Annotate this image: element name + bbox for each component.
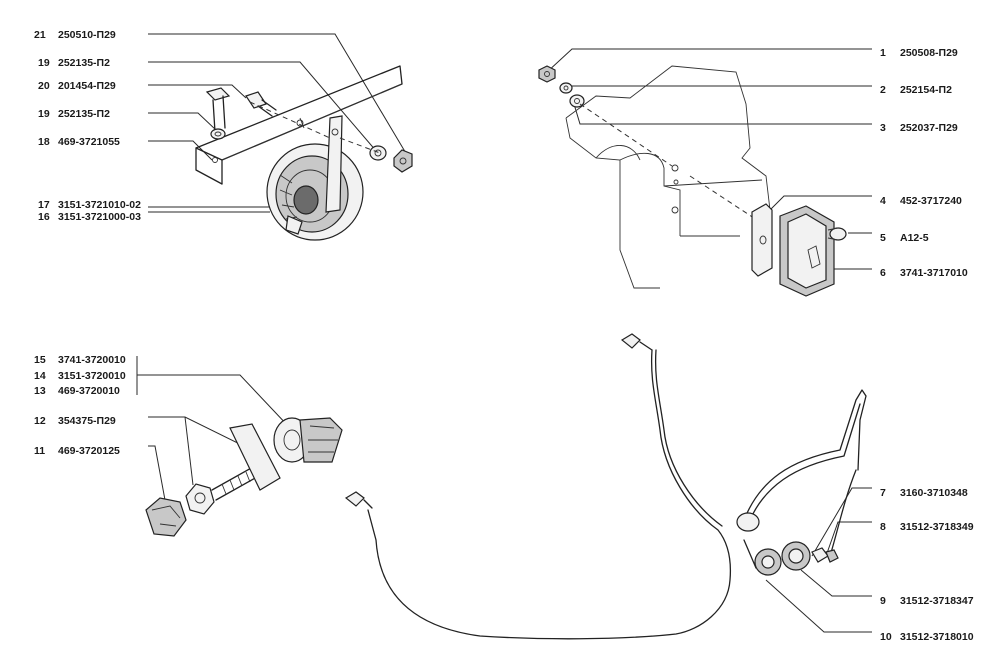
callout-part-code: 252135-П2 [58,57,110,69]
callout-part-code: 469-3721055 [58,136,120,148]
callout-number: 20 [38,80,50,92]
callout-1: 1 250508-П29 [880,47,958,59]
callout-part-code: 354375-П29 [58,415,116,427]
callout-part-code: 469-3720010 [58,385,120,397]
callout-number: 9 [880,595,886,607]
callout-part-code: 3741-3720010 [58,354,126,366]
callout-5: 5 А12-5 [880,232,929,244]
callout-part-code: 250510-П29 [58,29,116,41]
callout-7: 7 3160-3710348 [880,487,968,499]
callout-16: 16 3151-3721000-03 [38,211,141,223]
callout-part-code: 452-3717240 [900,195,962,207]
switch-assembly-drawing [145,417,343,537]
callout-number: 3 [880,122,886,134]
callout-part-code: 3160-3710348 [900,487,968,499]
callout-part-code: 31512-3718010 [900,631,974,643]
callout-part-code: 252154-П2 [900,84,952,96]
callout-number: 13 [34,385,46,397]
callout-20: 20 201454-П29 [38,80,116,92]
callout-number: 8 [880,521,886,533]
callout-number: 2 [880,84,886,96]
leader-lines [136,33,872,633]
lamp-assembly-drawing [538,65,847,297]
callout-4: 4 452-3717240 [880,195,962,207]
callout-part-code: 252037-П29 [900,122,958,134]
wiring-assembly-drawing [344,333,867,640]
callout-18: 18 469-3721055 [38,136,120,148]
callout-number: 6 [880,267,886,279]
callout-19: 19 252135-П2 [38,108,110,120]
callout-number: 11 [34,445,45,457]
callout-10: 10 31512-3718010 [880,631,974,643]
callout-6: 6 3741-3717010 [880,267,968,279]
callout-part-code: 3151-3720010 [58,370,126,382]
callout-number: 15 [34,354,46,366]
callout-number: 12 [34,415,46,427]
callout-8: 8 31512-3718349 [880,521,974,533]
callout-17: 17 3151-3721010-02 [38,199,141,211]
callout-part-code: А12-5 [900,232,929,244]
callout-part-code: 252135-П2 [58,108,110,120]
callout-number: 4 [880,195,886,207]
callout-part-code: 469-3720125 [58,445,120,457]
callout-2: 2 252154-П2 [880,84,952,96]
callout-12: 12 354375-П29 [34,415,116,427]
callout-part-code: 3151-3721000-03 [58,211,141,223]
callout-number: 1 [880,47,886,59]
callout-number: 21 [34,29,46,41]
callout-11: 11 469-3720125 [34,445,120,457]
callout-number: 10 [880,631,892,643]
callout-15: 15 3741-3720010 [34,354,126,366]
horn-assembly-drawing [195,65,413,241]
callout-part-code: 3741-3717010 [900,267,968,279]
callout-9: 9 31512-3718347 [880,595,974,607]
callout-part-code: 31512-3718349 [900,521,974,533]
callout-13: 13 469-3720010 [34,385,120,397]
callout-number: 16 [38,211,50,223]
callout-part-code: 31512-3718347 [900,595,974,607]
callout-number: 5 [880,232,886,244]
callout-number: 17 [38,199,50,211]
callout-part-code: 201454-П29 [58,80,116,92]
callout-21: 21 250510-П29 [34,29,116,41]
callout-number: 18 [38,136,50,148]
callout-number: 14 [34,370,46,382]
callout-number: 19 [38,57,50,69]
callout-part-code: 250508-П29 [900,47,958,59]
callout-part-code: 3151-3721010-02 [58,199,141,211]
callout-3: 3 252037-П29 [880,122,958,134]
callout-14: 14 3151-3720010 [34,370,126,382]
callout-19: 19 252135-П2 [38,57,110,69]
callout-number: 7 [880,487,886,499]
callout-number: 19 [38,108,50,120]
